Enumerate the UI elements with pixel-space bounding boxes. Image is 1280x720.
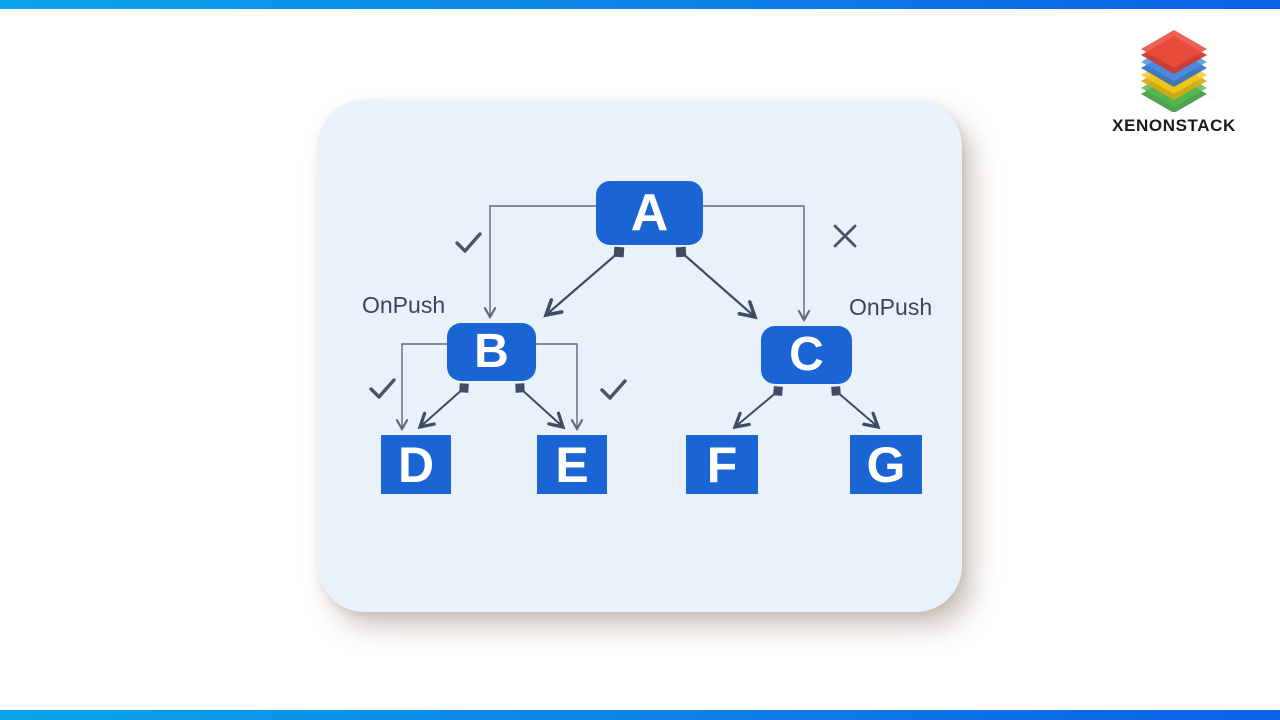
stack-layers-icon	[1141, 30, 1207, 112]
brand-logo: XENONSTACK	[1104, 28, 1244, 136]
check-icon	[455, 232, 482, 253]
top-accent-bar	[0, 0, 1280, 9]
node-c: C	[761, 326, 852, 384]
x-icon	[833, 224, 857, 248]
onpush-label-left: OnPush	[362, 292, 446, 318]
node-e: E	[537, 435, 607, 494]
edge-a-b-diagonal	[543, 246, 625, 318]
node-d: D	[381, 435, 451, 494]
node-b: B	[447, 323, 536, 381]
brand-name: XENONSTACK	[1112, 116, 1236, 135]
edge-c-g-diagonal	[831, 386, 881, 430]
check-icon	[369, 378, 396, 399]
edge-c-f-diagonal	[732, 386, 783, 430]
edge-b-d-diagonal	[417, 383, 469, 430]
edge-b-d-elbow	[395, 343, 447, 432]
onpush-label-right: OnPush	[849, 294, 933, 320]
node-a: A	[596, 181, 703, 245]
edge-b-e-diagonal	[515, 383, 566, 430]
node-g: G	[850, 435, 922, 494]
bottom-accent-bar	[0, 710, 1280, 720]
edge-a-c-diagonal	[675, 246, 758, 320]
edge-a-c-elbow	[703, 205, 811, 323]
edge-b-e-elbow	[536, 343, 584, 432]
edge-a-b-elbow	[483, 205, 596, 320]
check-icon	[600, 379, 627, 400]
node-f: F	[686, 435, 758, 494]
